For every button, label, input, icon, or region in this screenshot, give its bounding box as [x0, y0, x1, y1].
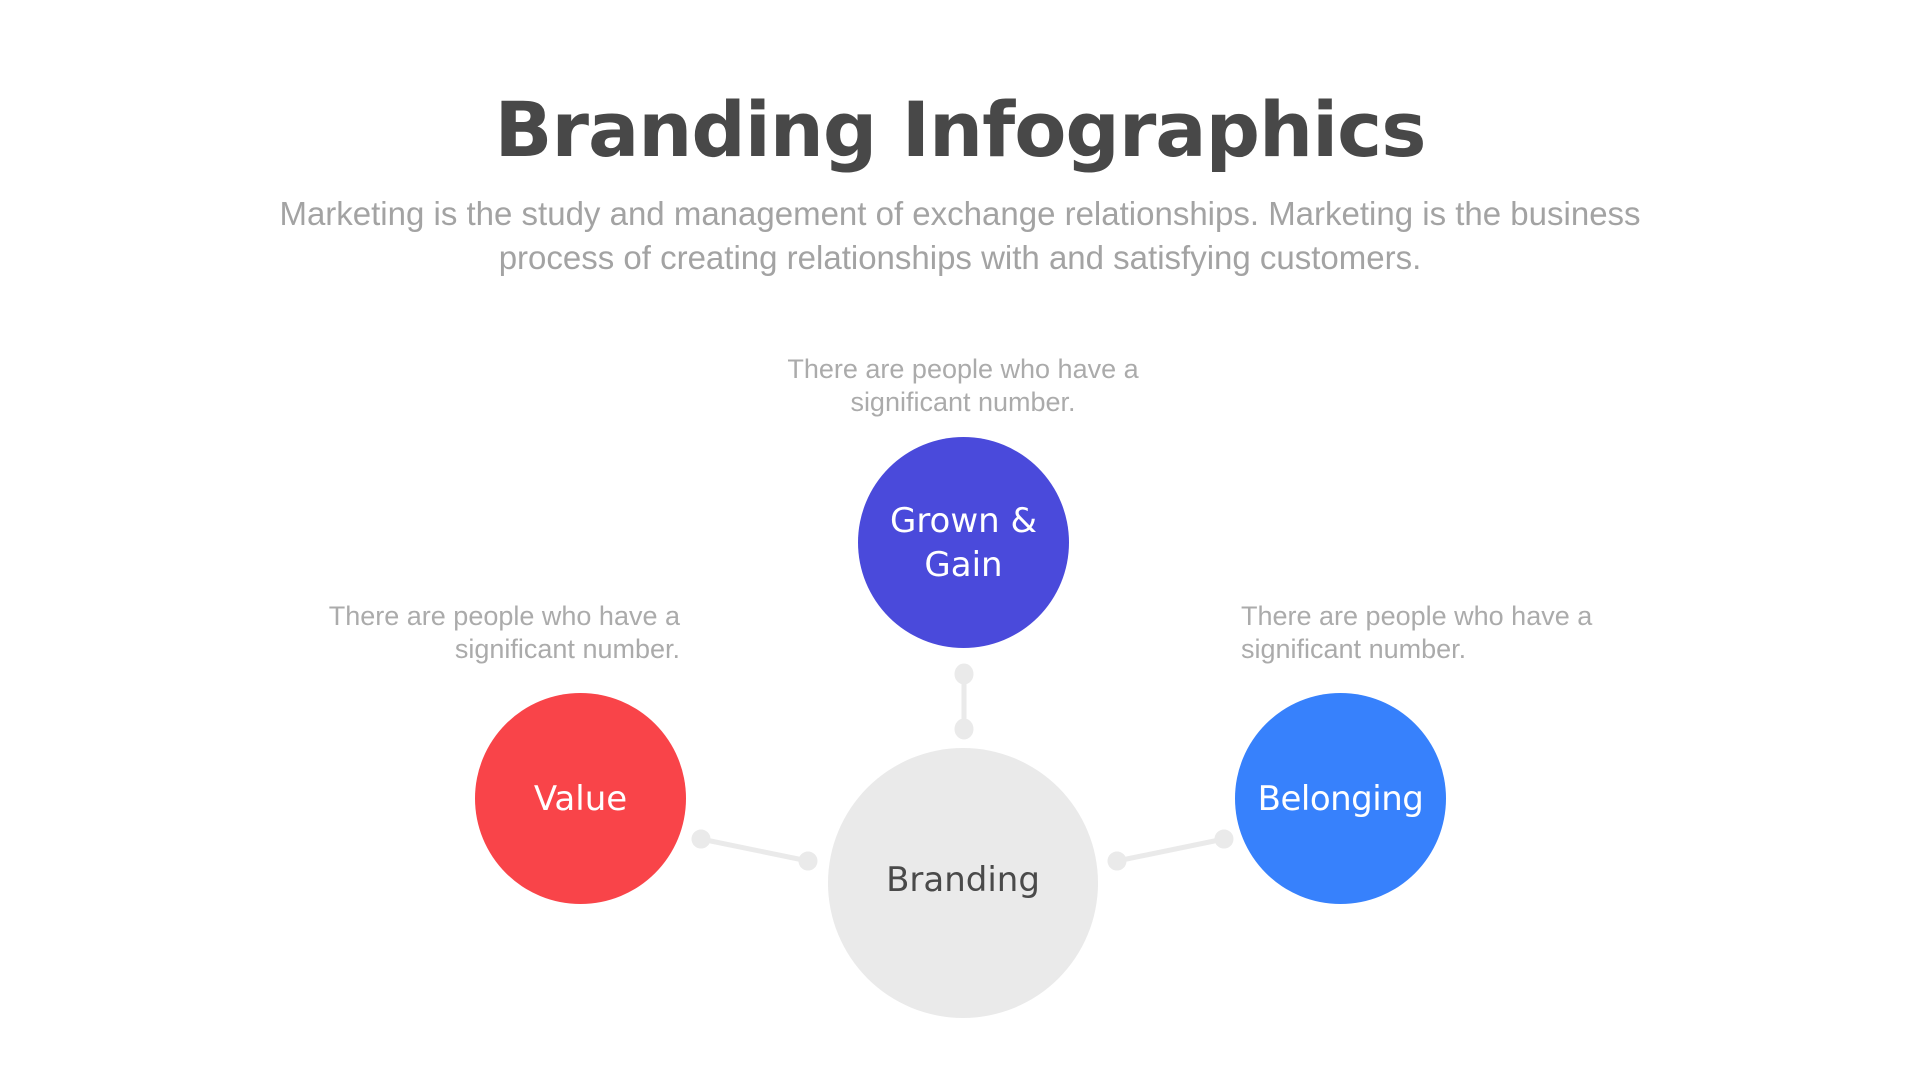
node-value: Value	[475, 693, 686, 904]
connector-top	[954, 663, 974, 740]
connector-left	[691, 829, 818, 871]
node-branding-label: Branding	[886, 860, 1040, 900]
node-belonging-label: Belonging	[1257, 778, 1424, 819]
node-grown-gain: Grown & Gain	[858, 437, 1069, 648]
node-grown-gain-label: Grown & Gain	[889, 500, 1038, 585]
node-value-label: Value	[533, 778, 628, 819]
node-belonging: Belonging	[1235, 693, 1446, 904]
connector-right	[1107, 829, 1234, 871]
slide-subtitle: Marketing is the study and management of…	[279, 195, 1641, 276]
caption-left: There are people who have a significant …	[328, 601, 680, 664]
caption-right: There are people who have a significant …	[1241, 601, 1593, 664]
caption-top: There are people who have a significant …	[787, 354, 1139, 417]
node-branding-center: Branding	[828, 748, 1098, 1018]
slide-title: Branding Infographics	[494, 85, 1427, 174]
